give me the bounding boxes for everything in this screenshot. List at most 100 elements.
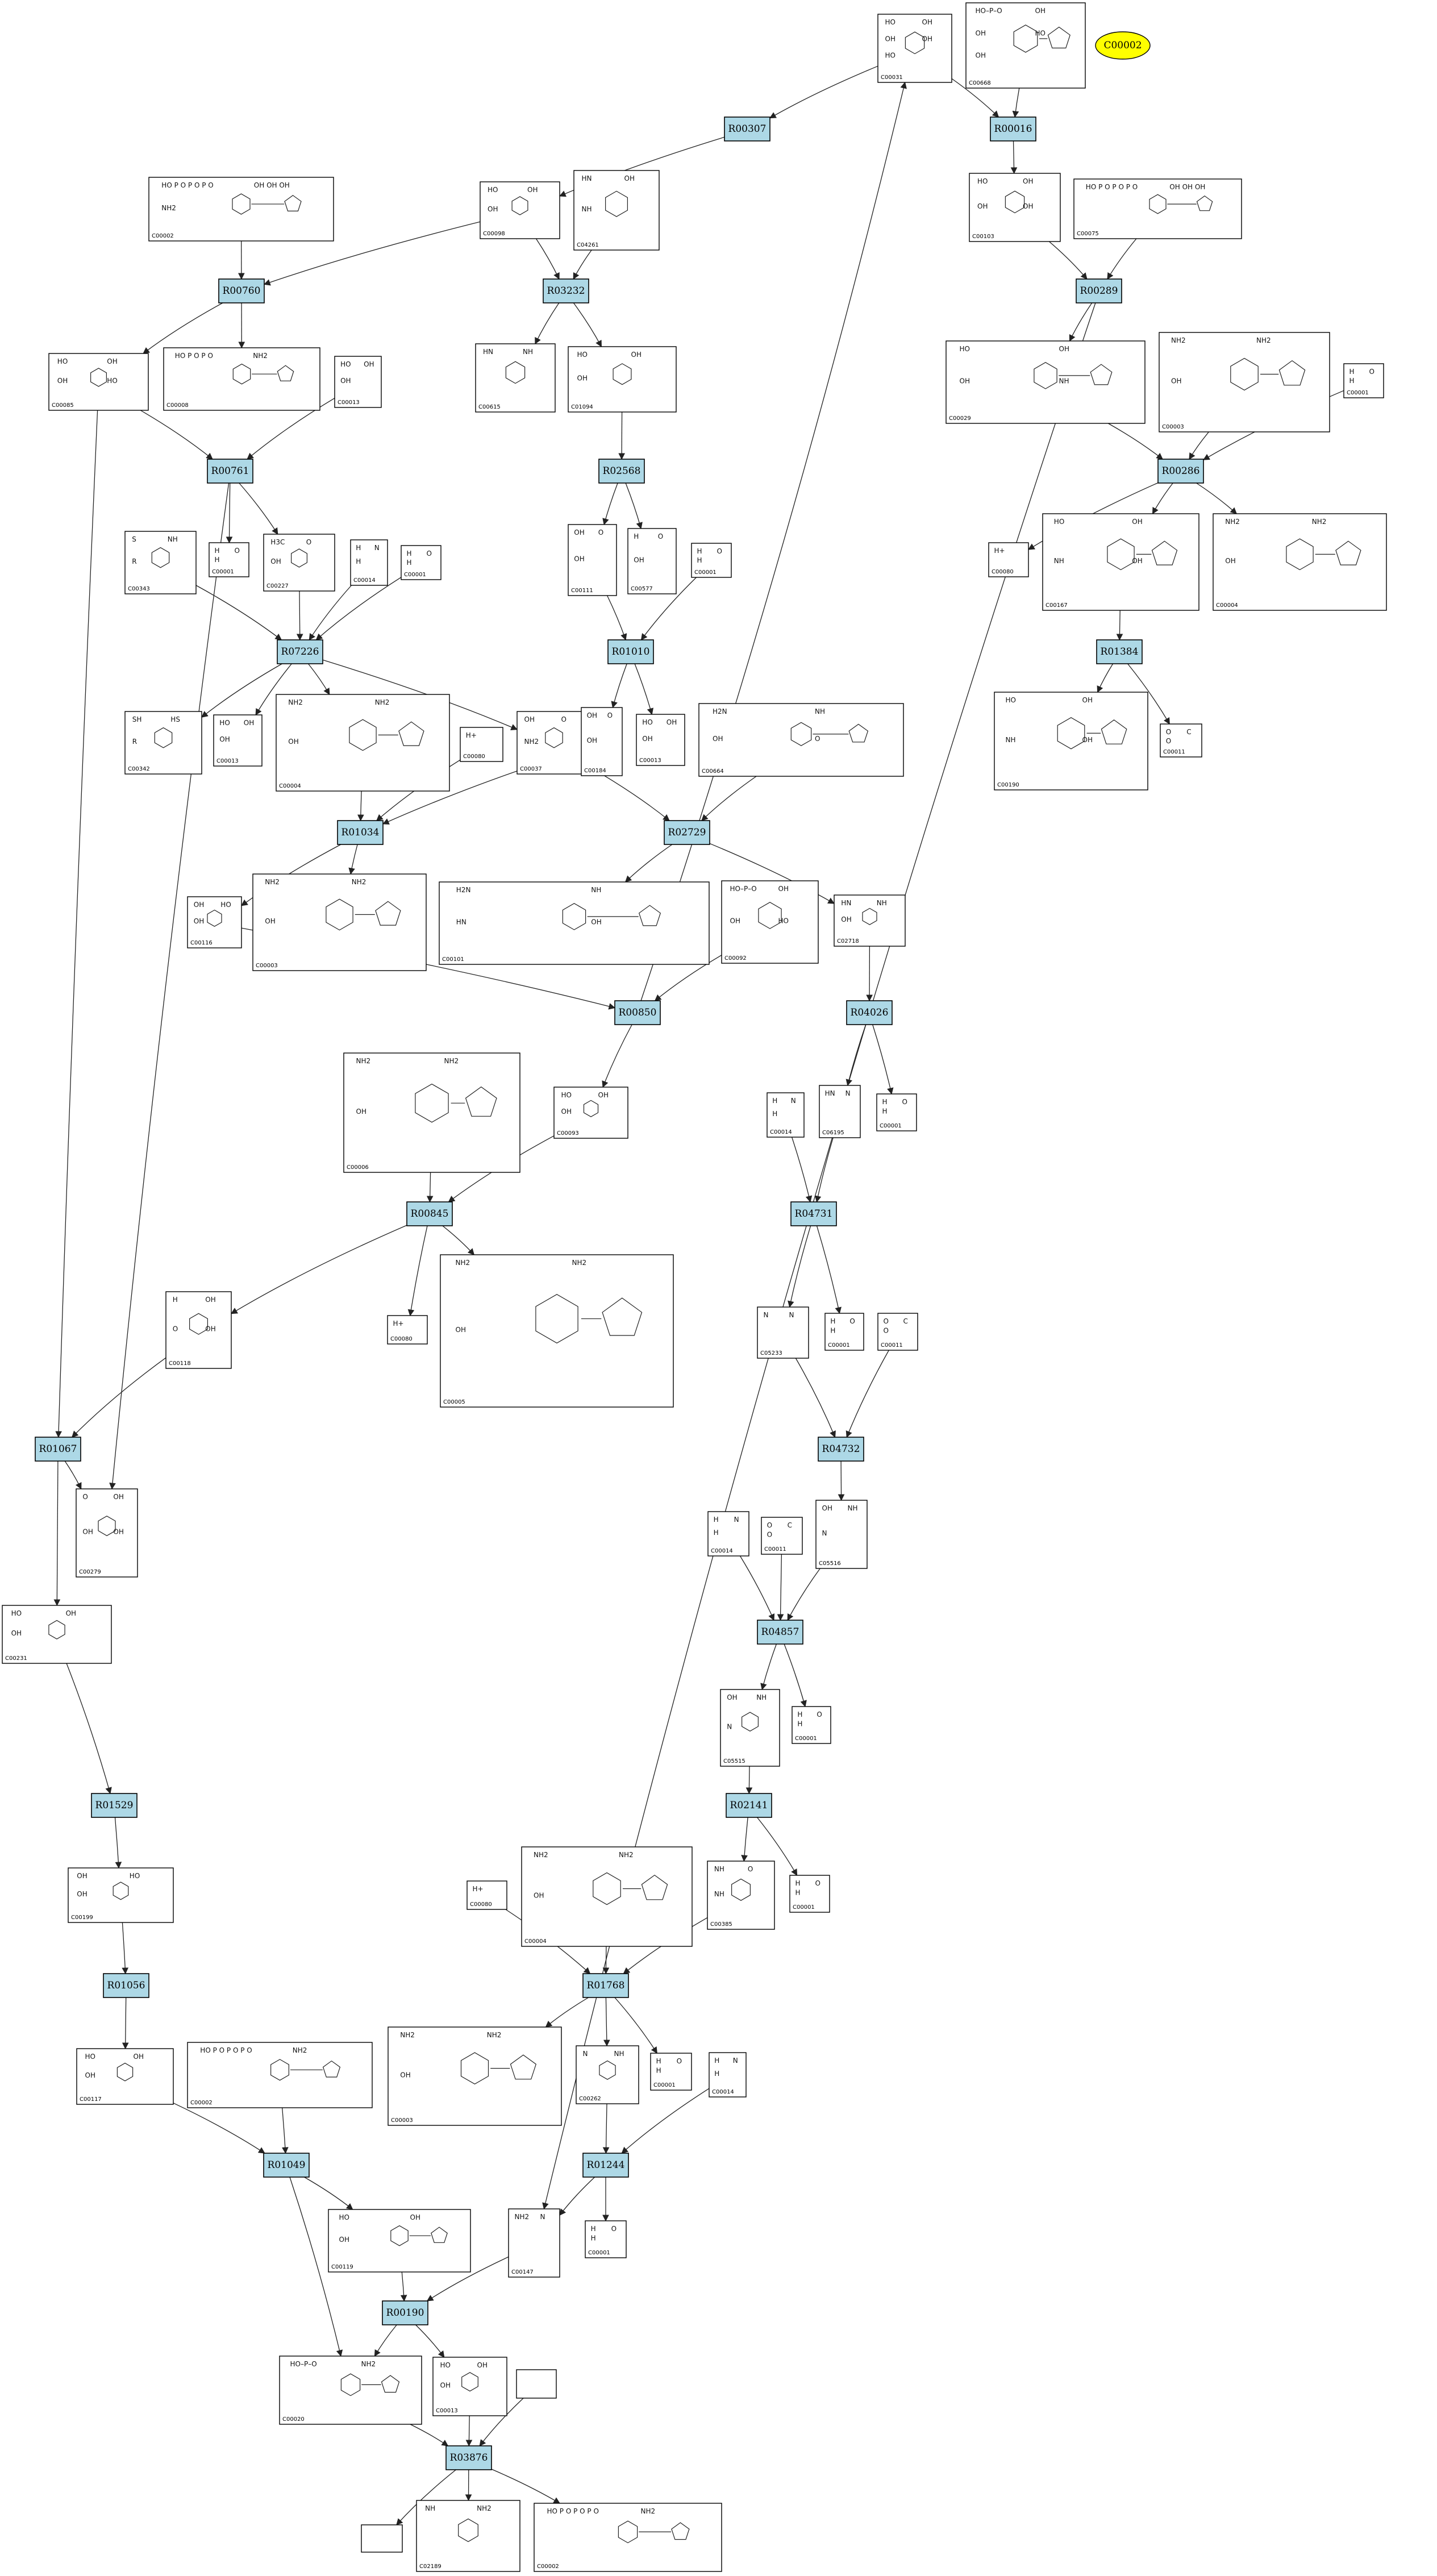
reaction-node[interactable]: R00016 — [990, 116, 1036, 142]
reaction-node[interactable]: R01034 — [337, 820, 384, 845]
reaction-node[interactable]: R01056 — [103, 1973, 149, 1998]
reaction-node[interactable]: R00307 — [724, 116, 770, 142]
reaction-node[interactable]: R00845 — [406, 1201, 453, 1226]
reaction-node[interactable]: R01244 — [582, 2153, 629, 2178]
reaction-node[interactable]: R04026 — [846, 1000, 893, 1025]
reaction-node[interactable]: R00760 — [218, 278, 265, 303]
reaction-node[interactable]: R01049 — [263, 2153, 310, 2178]
reaction-node[interactable]: R03876 — [445, 2445, 492, 2470]
reaction-node[interactable]: R00286 — [1157, 459, 1204, 484]
reaction-node[interactable]: R01529 — [91, 1793, 138, 1818]
reaction-node[interactable]: R00850 — [614, 1000, 661, 1025]
reaction-node[interactable]: R02141 — [726, 1793, 772, 1818]
reaction-node[interactable]: R02568 — [598, 459, 645, 484]
reaction-node[interactable]: R02729 — [664, 820, 710, 845]
reaction-node[interactable]: R00190 — [382, 2300, 428, 2325]
reaction-node[interactable]: R01768 — [582, 1973, 629, 1998]
compound-node[interactable]: H+C00080 — [988, 542, 1029, 577]
reaction-node[interactable]: R00289 — [1076, 278, 1122, 303]
compound-node[interactable]: H+C00080 — [460, 727, 503, 762]
reaction-node[interactable]: R01384 — [1096, 639, 1143, 664]
compound-node[interactable] — [516, 2369, 557, 2399]
compound-node[interactable]: H+C00080 — [387, 1315, 428, 1345]
reaction-node[interactable]: R00761 — [207, 459, 253, 484]
reaction-node[interactable]: R07226 — [277, 639, 323, 664]
highlighted-compound[interactable]: C00002 — [1095, 31, 1151, 60]
compound-node[interactable]: H+C00080 — [466, 1880, 507, 1910]
reaction-node[interactable]: R03232 — [543, 278, 589, 303]
compound-node[interactable] — [361, 2524, 403, 2553]
reaction-node[interactable]: R04857 — [757, 1620, 803, 1645]
reaction-node[interactable]: R04731 — [790, 1201, 837, 1226]
reaction-node[interactable]: R04732 — [818, 1437, 864, 1462]
